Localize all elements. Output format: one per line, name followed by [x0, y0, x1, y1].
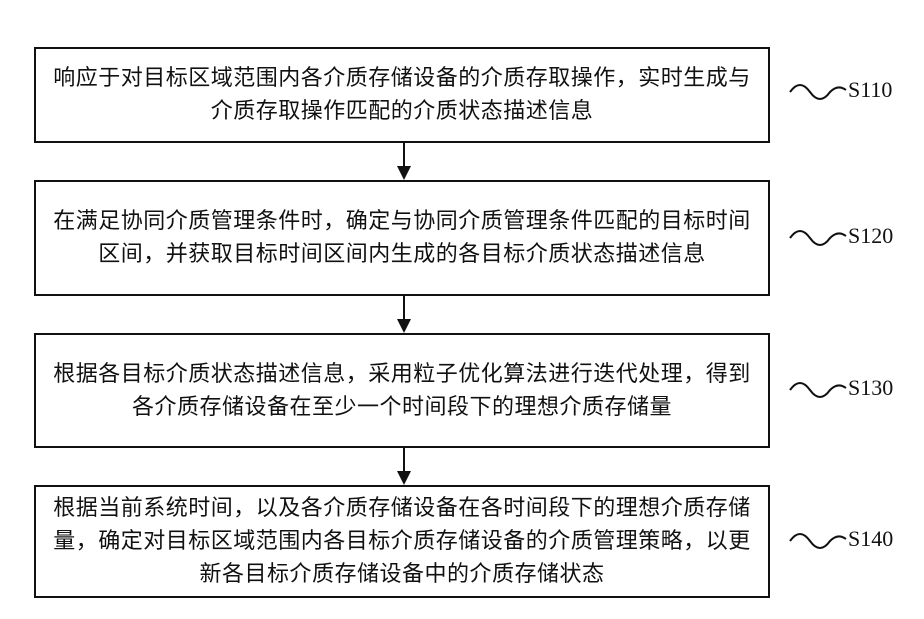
arrowhead-3	[397, 471, 411, 485]
step-label-s120: S120	[848, 223, 893, 249]
label-leader-s110	[790, 85, 846, 99]
step-label-s140: S140	[848, 526, 893, 552]
step-label-s130: S130	[848, 375, 893, 401]
label-leader-s130	[790, 383, 846, 397]
arrowhead-2	[397, 319, 411, 333]
label-leader-s120	[790, 231, 846, 245]
step-text-s140: 根据当前系统时间，以及各介质存储设备在各时间段下的理想介质存储量，确定对目标区域…	[46, 492, 758, 591]
step-box-s130: 根据各目标介质状态描述信息，采用粒子优化算法进行迭代处理，得到各介质存储设备在至…	[34, 333, 770, 448]
step-text-s120: 在满足协同介质管理条件时，确定与协同介质管理条件匹配的目标时间区间，并获取目标时…	[46, 205, 758, 271]
step-box-s110: 响应于对目标区域范围内各介质存储设备的介质存取操作，实时生成与介质存取操作匹配的…	[34, 47, 770, 143]
step-box-s120: 在满足协同介质管理条件时，确定与协同介质管理条件匹配的目标时间区间，并获取目标时…	[34, 180, 770, 296]
step-text-s110: 响应于对目标区域范围内各介质存储设备的介质存取操作，实时生成与介质存取操作匹配的…	[46, 62, 758, 128]
label-leader-s140	[790, 534, 846, 548]
step-box-s140: 根据当前系统时间，以及各介质存储设备在各时间段下的理想介质存储量，确定对目标区域…	[34, 485, 770, 598]
step-text-s130: 根据各目标介质状态描述信息，采用粒子优化算法进行迭代处理，得到各介质存储设备在至…	[46, 358, 758, 424]
arrowhead-1	[397, 166, 411, 180]
step-label-s110: S110	[848, 77, 892, 103]
